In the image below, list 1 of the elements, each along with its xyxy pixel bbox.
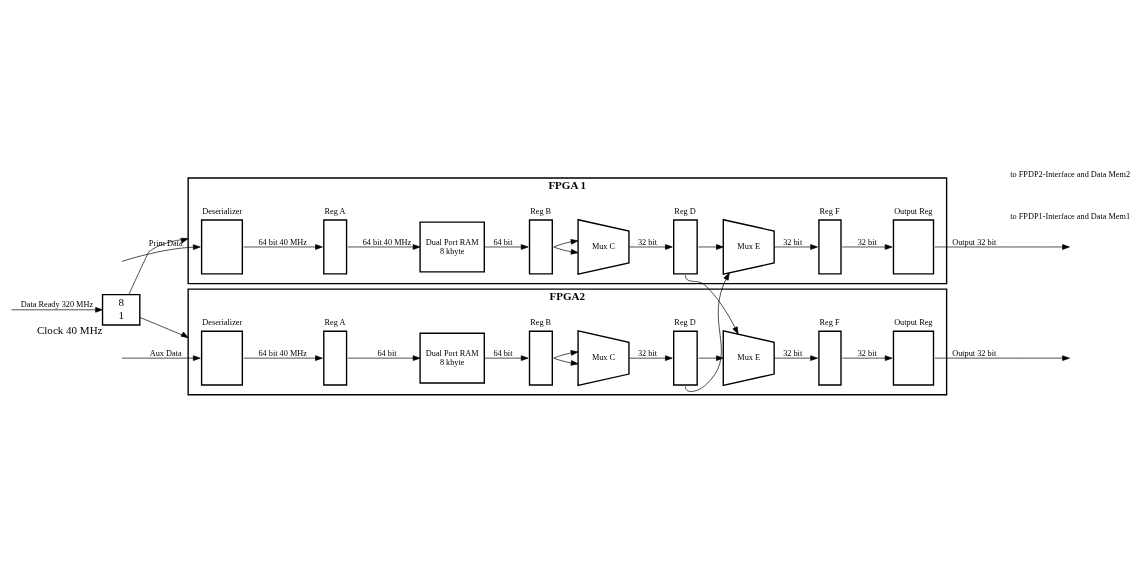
node-label: Clock 40 MHz xyxy=(36,323,103,336)
